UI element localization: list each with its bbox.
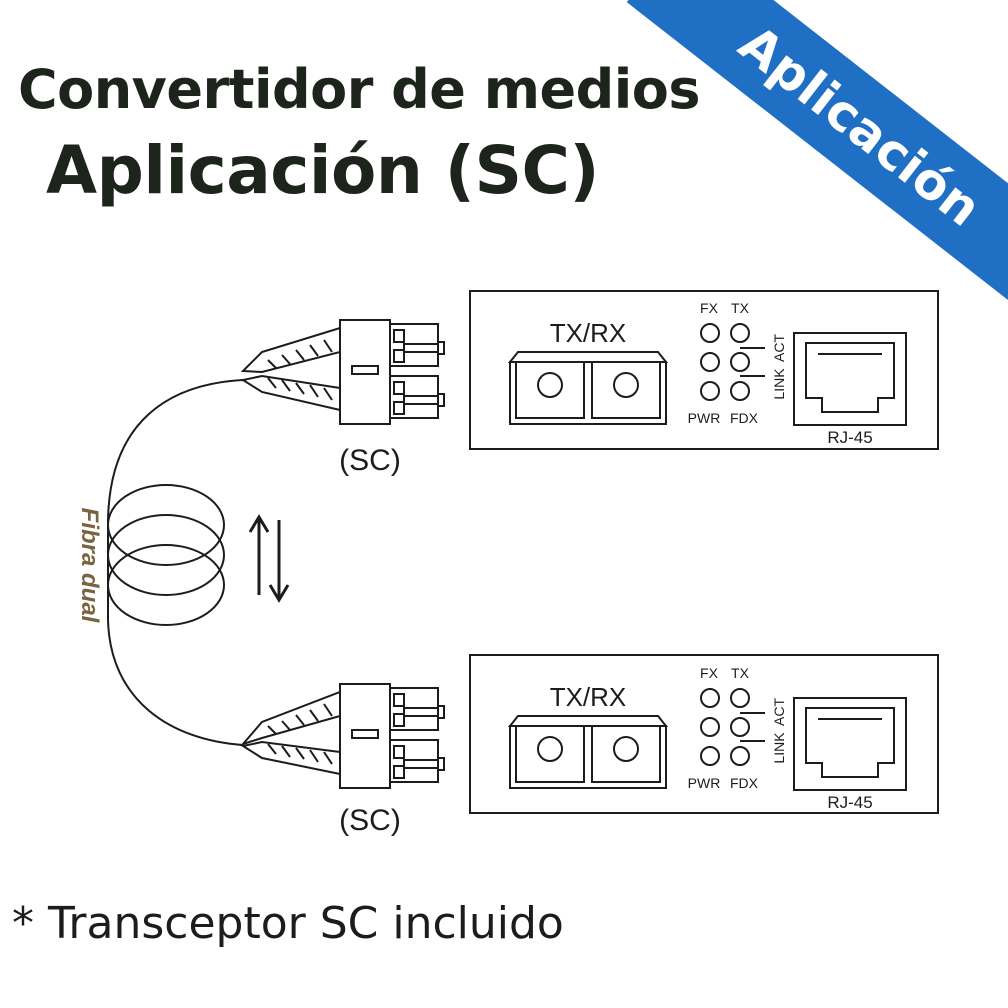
- led-label-tx: TX: [731, 300, 750, 316]
- led-label-link: LINK: [771, 368, 787, 400]
- sc-port: [507, 715, 669, 789]
- status-leds: [700, 323, 765, 401]
- fiber-coil-2: [107, 514, 225, 596]
- page-title-line2: Aplicación (SC): [46, 132, 600, 209]
- fiber-coil-1: [107, 484, 225, 566]
- fiber-label: Fibra dual: [76, 508, 103, 624]
- sc-connector-top: [240, 319, 445, 425]
- led-label-tx: TX: [731, 665, 750, 681]
- rj45-label: RJ-45: [827, 793, 872, 812]
- sc-port: [507, 351, 669, 425]
- port-label: TX/RX: [550, 318, 627, 348]
- bidirectional-arrow-icon: [248, 514, 290, 603]
- sc-connector-bottom: [239, 683, 445, 789]
- fiber-cable: [107, 379, 244, 746]
- led-label-act: ACT: [771, 698, 787, 726]
- rj45-label: RJ-45: [827, 428, 872, 447]
- led-label-act: ACT: [771, 334, 787, 362]
- led-label-fx: FX: [700, 300, 719, 316]
- led-label-fx: FX: [700, 665, 719, 681]
- led-label-link: LINK: [771, 732, 787, 764]
- sc-label-top: (SC): [339, 444, 401, 477]
- rj45-port: [793, 332, 907, 426]
- media-converter-top: TX/RX FX TX ACT LINK PWR FDX R: [469, 290, 939, 450]
- media-converter-bottom: TX/RX FX TX ACT LINK PWR FDX RJ-45: [469, 654, 939, 814]
- page-title-line1: Convertidor de medios: [18, 58, 701, 121]
- rj45-port: [793, 697, 907, 791]
- sc-label-bottom: (SC): [339, 804, 401, 837]
- fiber-coil-3: [107, 544, 225, 626]
- footnote: * Transceptor SC incluido: [12, 898, 564, 949]
- led-label-pwr: PWR: [688, 775, 721, 791]
- led-label-pwr: PWR: [688, 410, 721, 426]
- led-label-fdx: FDX: [730, 775, 759, 791]
- led-label-fdx: FDX: [730, 410, 759, 426]
- status-leds: [700, 688, 765, 766]
- port-label: TX/RX: [550, 682, 627, 712]
